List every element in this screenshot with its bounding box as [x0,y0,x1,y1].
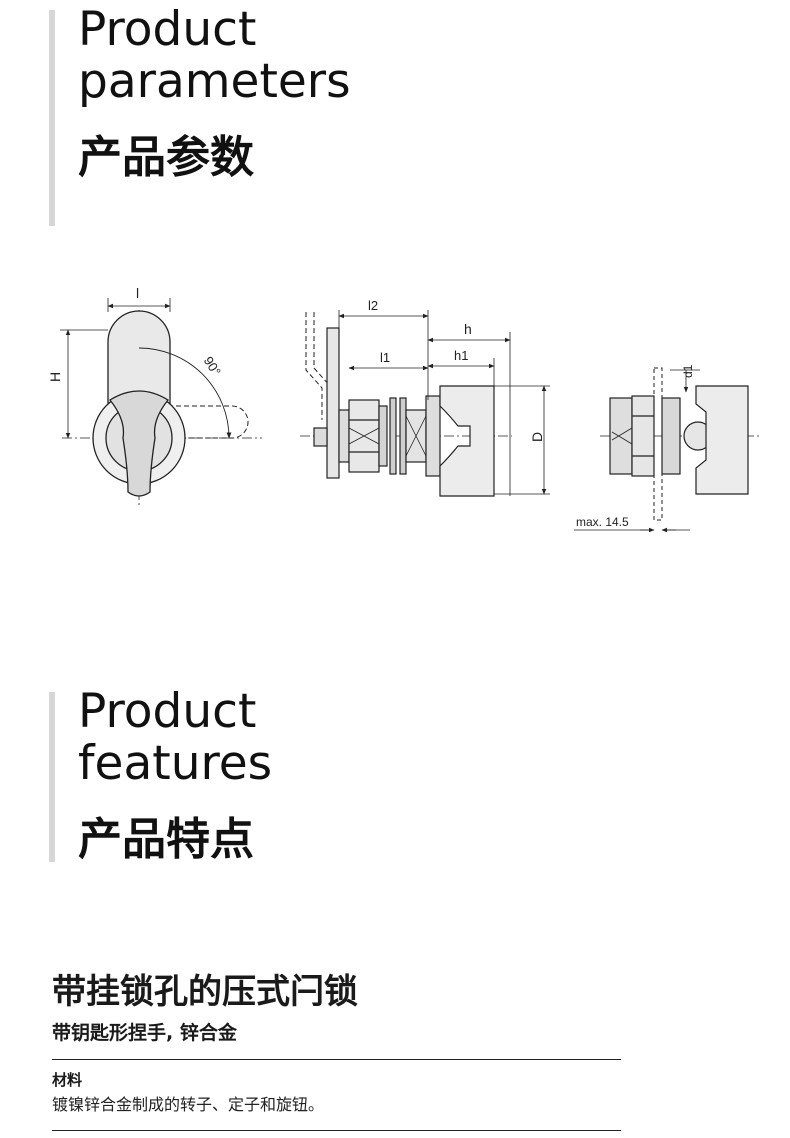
dim-label-H: H [47,372,63,382]
section-accent-bar [49,692,55,862]
section-view [574,367,760,533]
dim-label-d1: d1 [681,364,695,378]
params-title-cn: 产品参数 [78,132,254,183]
material-text: 镀镍锌合金制成的转子、定子和旋钮。 [52,1095,325,1114]
divider [52,1130,621,1131]
dim-label-max: max. 14.5 [576,515,629,529]
front-view [60,298,262,505]
section-accent-bar [49,10,55,226]
dim-label-h: h [464,321,472,337]
product-title: 带挂锁孔的压式闩锁 [52,972,358,1012]
dim-label-l: l [136,285,139,301]
side-view [300,310,550,497]
params-title-en-line2: parameters [78,54,351,109]
features-title-en-line2: features [78,736,273,791]
dim-label-l1: l1 [380,350,390,365]
dim-label-l2: l2 [368,298,378,313]
dim-label-h1: h1 [454,348,468,363]
material-label: 材料 [52,1071,83,1089]
features-title-cn: 产品特点 [78,814,254,865]
divider [52,1059,621,1060]
features-title-en-line1: Product [78,684,257,739]
dim-label-angle: 90° [201,354,224,379]
technical-drawing: l H 90° l [47,285,760,533]
params-title-en-line1: Product [78,2,257,57]
dim-label-D: D [529,432,545,442]
product-subtitle: 带钥匙形捏手, 锌合金 [52,1022,237,1044]
